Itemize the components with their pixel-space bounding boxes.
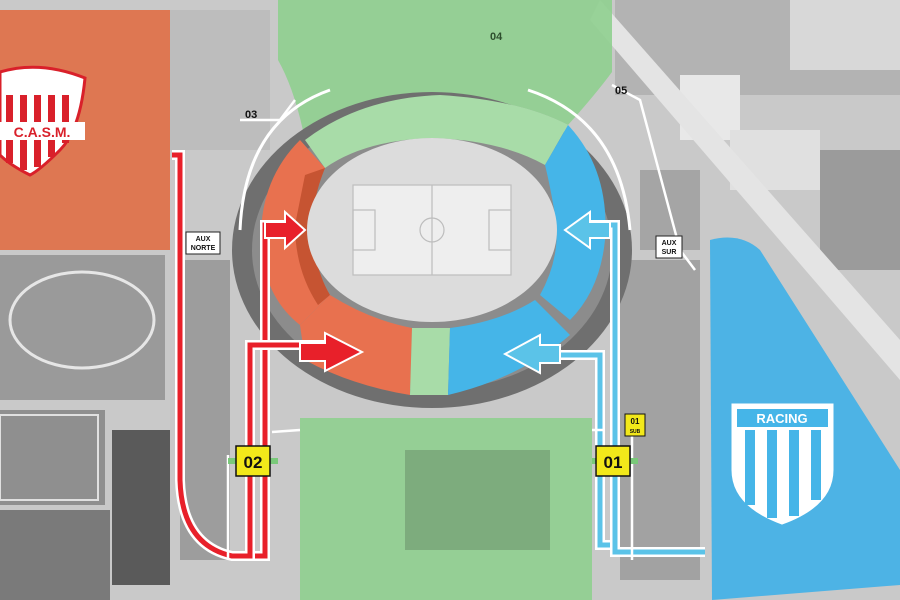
aux-sur-line2: SUR (662, 249, 677, 256)
aux-sur-line1: AUX (662, 240, 677, 247)
gate-01-sub-number: 01 (631, 417, 640, 426)
gate-label-03: 03 (245, 109, 257, 121)
aux-sur-tag (655, 235, 683, 259)
gate-label-05: 05 (615, 85, 627, 97)
casm-shield-icon: C.A.S.M. (0, 65, 87, 177)
entrance-badge-02: 02 (228, 445, 278, 477)
home-entry-arrow-lower (299, 331, 365, 373)
racing-shield-icon: RACING (731, 403, 834, 525)
gate-label-04: 04 (490, 31, 503, 43)
stadium-stands (261, 95, 606, 395)
entrance-badge-02-label: 02 (244, 453, 263, 472)
gate-01-sub-suffix: SUB (630, 429, 641, 435)
gate-01-sub-tag (624, 413, 646, 437)
away-entry-arrow-upper (563, 210, 611, 250)
pitch (352, 184, 512, 276)
aux-norte-line1: AUX (196, 236, 211, 243)
aux-norte-line2: NORTE (191, 245, 216, 252)
entrance-badge-01: 01 (592, 445, 638, 477)
entrance-badge-01-label: 01 (604, 453, 623, 472)
casm-shield-text: C.A.S.M. (14, 124, 71, 140)
home-entry-arrow-upper (264, 209, 307, 251)
aux-norte-tag (185, 231, 221, 255)
racing-shield-text: RACING (756, 411, 807, 426)
away-entry-arrow-lower (502, 333, 561, 375)
